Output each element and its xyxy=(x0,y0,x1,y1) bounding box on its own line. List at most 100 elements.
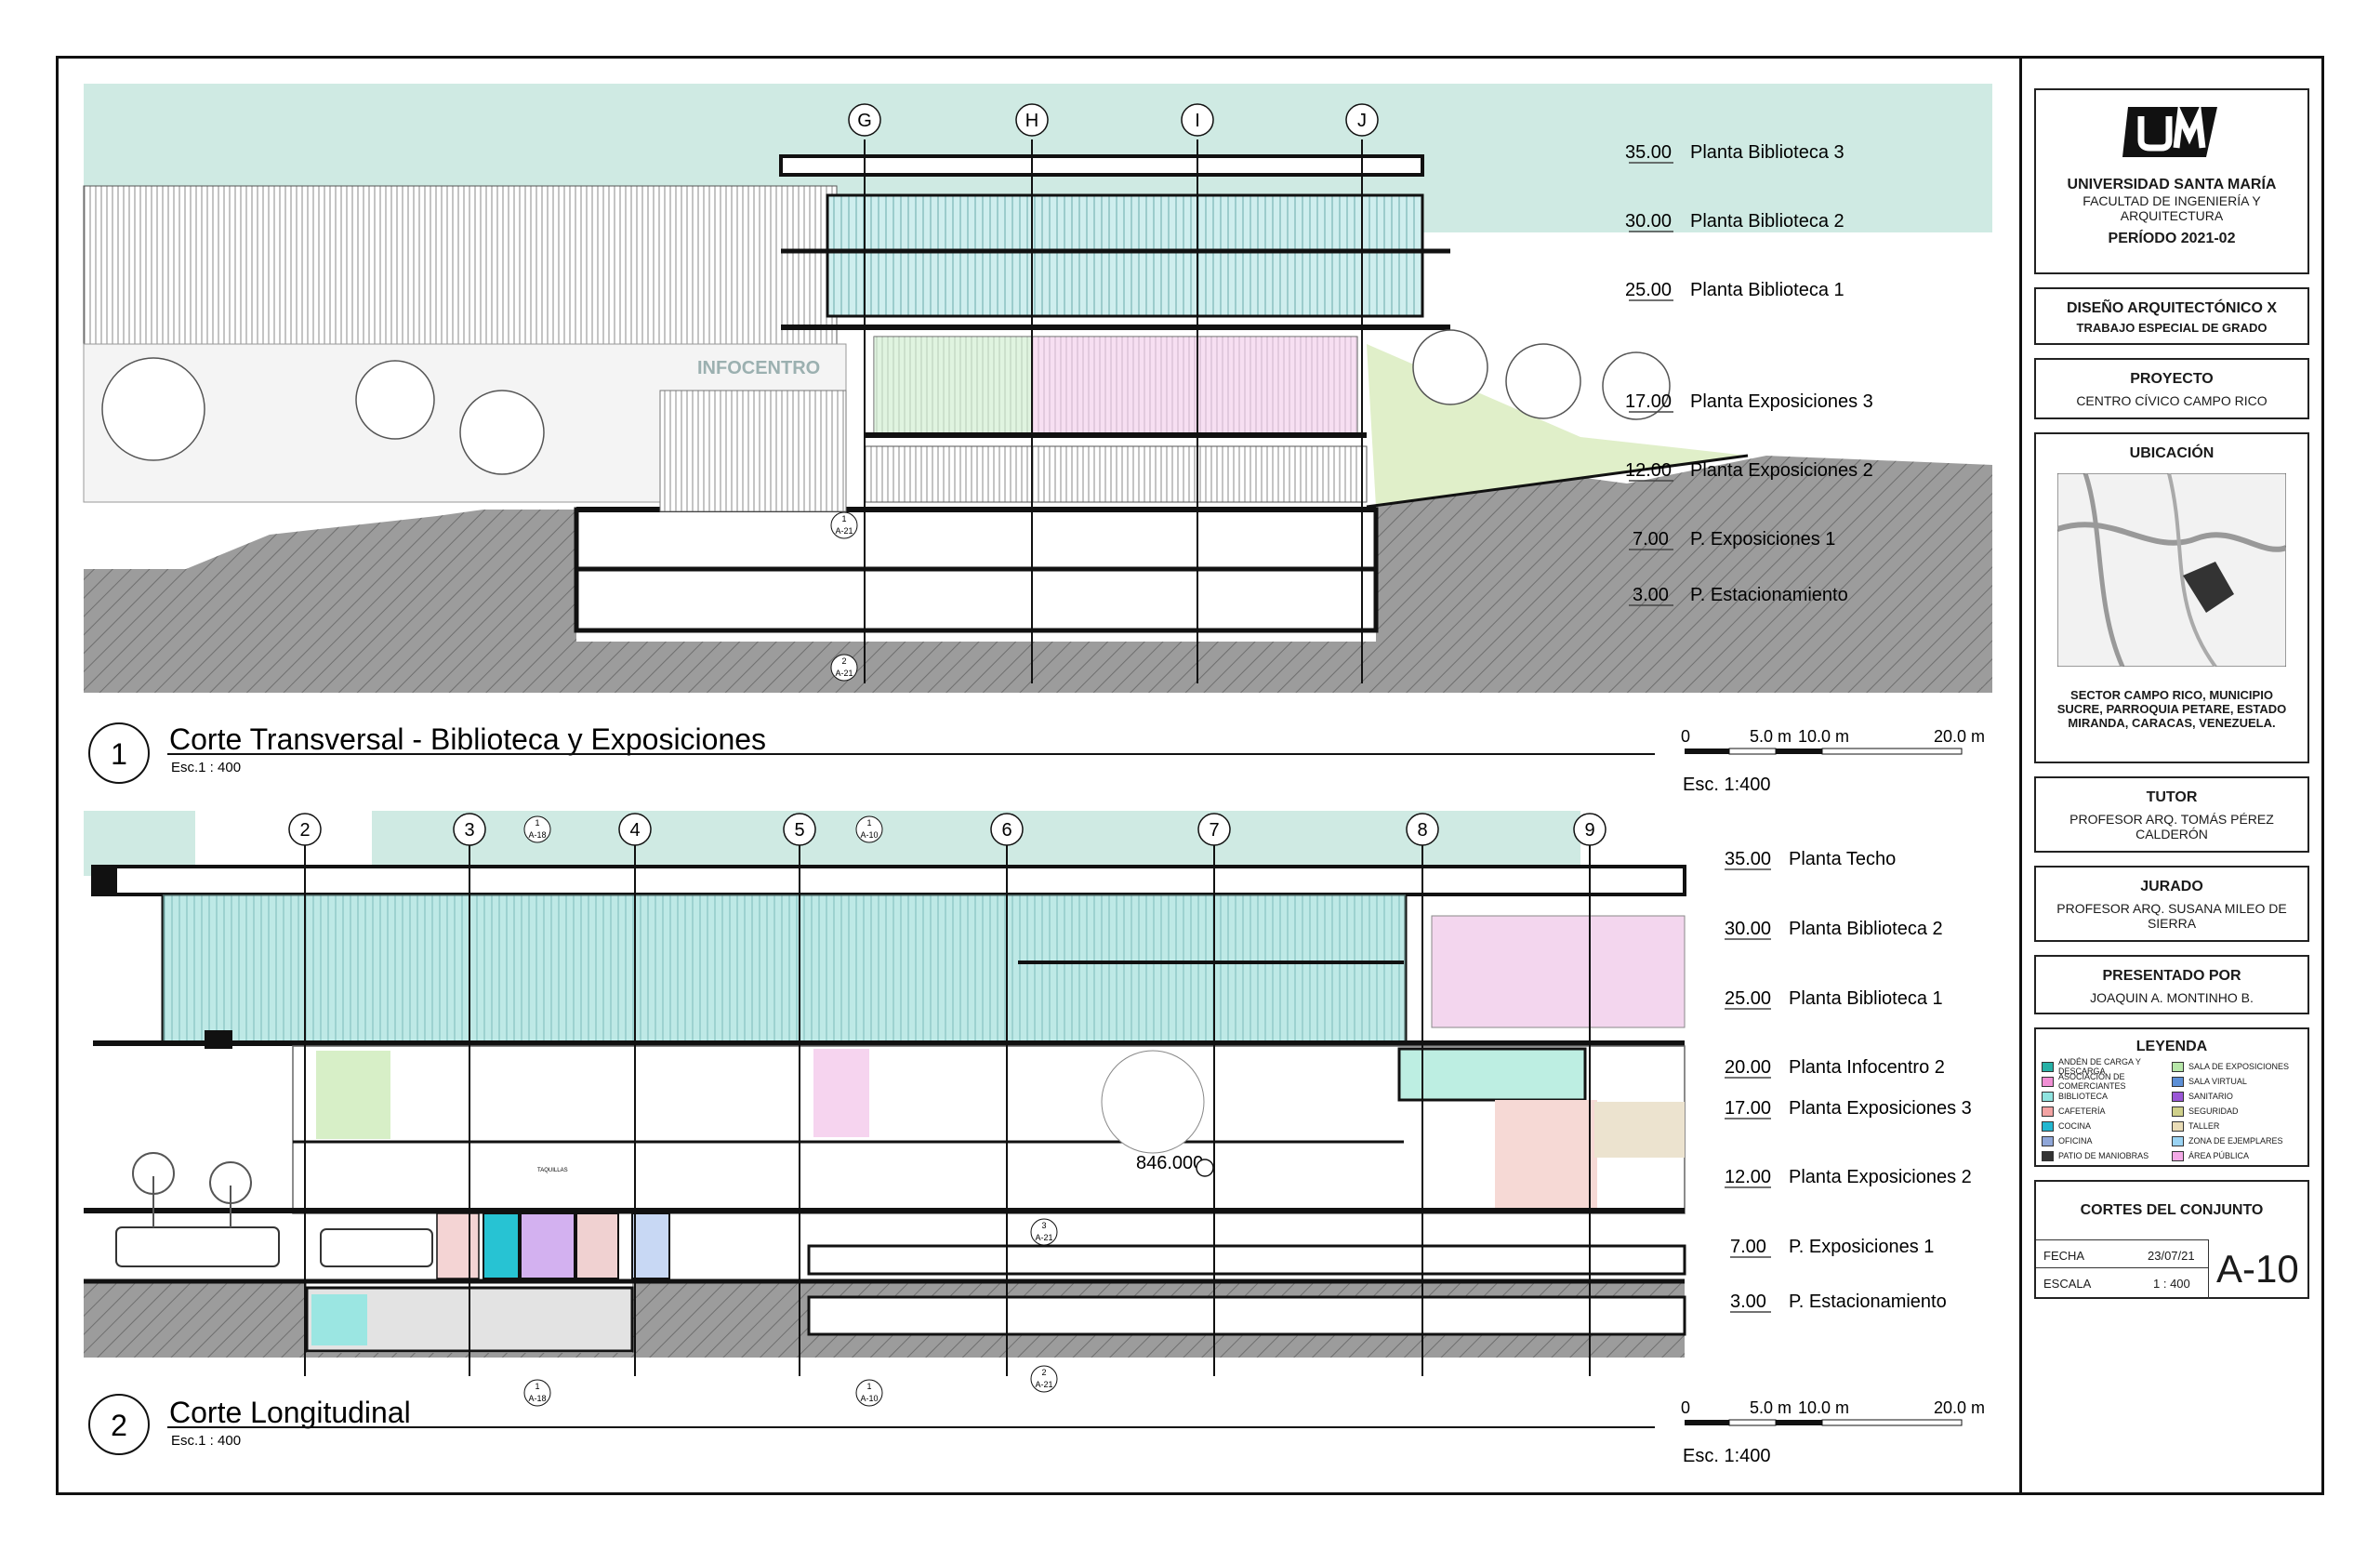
project-label: PROYECTO xyxy=(2130,371,2214,387)
svg-text:5.0 m: 5.0 m xyxy=(1750,727,1792,746)
legend-item: SANITARIO xyxy=(2172,1089,2302,1104)
svg-text:1: 1 xyxy=(866,818,871,828)
svg-text:Planta Exposiciones 3: Planta Exposiciones 3 xyxy=(1789,1098,1972,1119)
parking-level-2 xyxy=(807,1244,1686,1276)
legend-item: ASOCIACIÓN DE COMERCIANTES xyxy=(2042,1072,2172,1091)
jury-label: JURADO xyxy=(2140,879,2203,894)
legend-item-label: ZONA DE EJEMPLARES xyxy=(2188,1136,2283,1146)
section-2-scale-bar: 0 5.0 m 10.0 m 20.0 m Esc. 1:400 xyxy=(1681,1398,1985,1466)
green-slope xyxy=(1367,344,1748,507)
course-subtitle: TRABAJO ESPECIAL DE GRADO xyxy=(2076,321,2268,335)
svg-text:5: 5 xyxy=(794,820,804,841)
svg-text:Planta Exposiciones 2: Planta Exposiciones 2 xyxy=(1690,460,1873,481)
legend-item: COCINA xyxy=(2042,1119,2172,1133)
sky-band-2 xyxy=(372,811,1580,867)
legend-item: OFICINA xyxy=(2042,1133,2172,1148)
virtual-room xyxy=(520,1212,575,1279)
svg-text:P. Estacionamiento: P. Estacionamiento xyxy=(1789,1292,1947,1312)
infocentro-box xyxy=(1397,1047,1587,1102)
sheet-number: A-10 xyxy=(2216,1247,2299,1291)
legend-swatch xyxy=(2172,1150,2184,1161)
library-floors-2 xyxy=(161,893,1408,1045)
background-facade xyxy=(83,185,838,345)
section-1-ref-markers: 1A-21 2A-21 xyxy=(830,511,858,682)
drawing-sheet-border xyxy=(56,56,2324,1495)
svg-text:6: 6 xyxy=(1001,820,1012,841)
legend-item: CAFETERÍA xyxy=(2042,1104,2172,1119)
svg-text:H: H xyxy=(1025,111,1038,131)
svg-text:35.00: 35.00 xyxy=(1625,142,1672,163)
svg-text:20.0 m: 20.0 m xyxy=(1934,727,1985,746)
legend-swatch xyxy=(2042,1061,2054,1072)
svg-text:30.00: 30.00 xyxy=(1725,919,1771,939)
svg-text:Esc.1 : 400: Esc.1 : 400 xyxy=(171,760,241,775)
legend-item-label: PATIO DE MANIOBRAS xyxy=(2058,1151,2149,1160)
svg-text:P. Exposiciones 1: P. Exposiciones 1 xyxy=(1789,1237,1934,1257)
svg-text:7: 7 xyxy=(1209,820,1219,841)
svg-text:I: I xyxy=(1195,111,1200,131)
svg-text:A-18: A-18 xyxy=(528,830,546,840)
section-1-scale-bar: 0 5.0 m 10.0 m 20.0 m Esc. 1:400 xyxy=(1681,727,1985,795)
section-2-title-block: 2 Corte Longitudinal Esc.1 : 400 xyxy=(88,1394,1655,1455)
section-2-axis-bubbles: 2 3 4 5 6 7 8 9 xyxy=(288,813,1606,846)
library-floors xyxy=(826,193,1424,318)
svg-text:A-10: A-10 xyxy=(860,1394,878,1403)
location-map xyxy=(2056,472,2288,669)
sheet-title: CORTES DEL CONJUNTO xyxy=(2080,1202,2264,1218)
title-block: UNIVERSIDAD SANTA MARÍA FACULTAD DE INGE… xyxy=(2034,88,2309,1312)
legend-item: ÁREA PÚBLICA xyxy=(2172,1148,2302,1163)
svg-text:J: J xyxy=(1357,111,1367,131)
section-2-ref-markers: 1A-18 1A-10 3A-21 1A-18 1A-10 2A-21 xyxy=(523,815,1058,1407)
section-1-title-block: 1 Corte Transversal - Biblioteca y Expos… xyxy=(88,722,1655,784)
svg-text:12.00: 12.00 xyxy=(1725,1167,1771,1187)
legend-item: SALA VIRTUAL xyxy=(2172,1074,2302,1089)
svg-text:17.00: 17.00 xyxy=(1725,1098,1771,1119)
svg-text:10.0 m: 10.0 m xyxy=(1798,1398,1849,1417)
svg-text:Planta Exposiciones 3: Planta Exposiciones 3 xyxy=(1690,391,1873,412)
svg-text:3: 3 xyxy=(464,820,474,841)
legend-item: ANDÉN DE CARGA Y DESCARGA xyxy=(2042,1057,2172,1076)
legend-swatch xyxy=(2042,1120,2054,1132)
jury-name: PROFESOR ARQ. SUSANA MILEO DE SIERRA xyxy=(2056,901,2287,931)
faculty-name: FACULTAD DE INGENIERÍA Y ARQUITECTURA xyxy=(2082,193,2261,223)
course-name: DISEÑO ARQUITECTÓNICO X xyxy=(2066,300,2278,316)
svg-text:A-21: A-21 xyxy=(1035,1380,1052,1389)
svg-text:1: 1 xyxy=(111,737,127,771)
svg-text:Planta Biblioteca 2: Planta Biblioteca 2 xyxy=(1690,211,1844,232)
legend-item-label: ÁREA PÚBLICA xyxy=(2188,1151,2250,1160)
svg-text:Planta Biblioteca 1: Planta Biblioteca 1 xyxy=(1789,988,1943,1009)
title-block-frame xyxy=(2019,56,2324,1495)
legend-item-label: OFICINA xyxy=(2058,1136,2093,1146)
pink-area-2 xyxy=(1431,915,1686,1028)
date-value: 23/07/21 xyxy=(2148,1249,2195,1263)
legend-item-label: TALLER xyxy=(2188,1121,2220,1131)
sheet-info-box: CORTES DEL CONJUNTO FECHA 23/07/21 ESCAL… xyxy=(2034,1180,2309,1299)
svg-text:35.00: 35.00 xyxy=(1725,849,1771,869)
site-marker xyxy=(2183,562,2234,613)
bus xyxy=(115,1226,280,1267)
svg-text:30.00: 30.00 xyxy=(1625,211,1672,232)
svg-text:A-21: A-21 xyxy=(1035,1233,1052,1242)
legend-item-label: ANDÉN DE CARGA Y DESCARGA xyxy=(2058,1057,2141,1076)
legend-swatch xyxy=(2042,1091,2054,1102)
tutor-label: TUTOR xyxy=(2146,789,2198,805)
svg-text:7.00: 7.00 xyxy=(1633,529,1669,550)
presented-box: PRESENTADO POR JOAQUIN A. MONTINHO B. xyxy=(2034,955,2309,1014)
legend-item-label: BIBLIOTECA xyxy=(2058,1092,2109,1101)
location-label: UBICACIÓN xyxy=(2129,445,2215,461)
date-label: FECHA xyxy=(2043,1249,2085,1263)
presented-label: PRESENTADO POR xyxy=(2102,968,2241,984)
svg-text:3: 3 xyxy=(1041,1221,1046,1230)
kitchen-room xyxy=(483,1212,520,1279)
svg-text:A-21: A-21 xyxy=(835,669,853,678)
section-1-axis-bubbles: G H I J xyxy=(848,103,1379,137)
legend-swatch xyxy=(2172,1106,2184,1117)
svg-text:25.00: 25.00 xyxy=(1625,280,1672,300)
svg-text:1: 1 xyxy=(535,1382,539,1391)
svg-text:Esc.1 : 400: Esc.1 : 400 xyxy=(171,1433,241,1449)
roof-slab xyxy=(779,154,1424,177)
legend-swatch xyxy=(2172,1135,2184,1146)
